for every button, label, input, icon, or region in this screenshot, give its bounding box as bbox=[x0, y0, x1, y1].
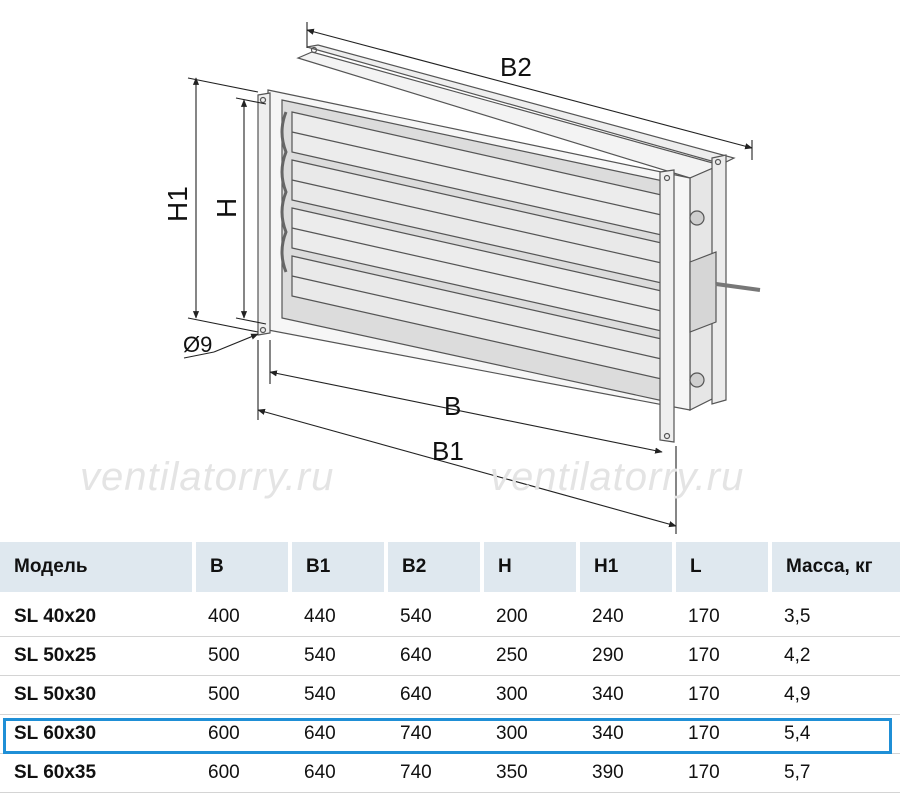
cell-mass: 5,7 bbox=[784, 762, 811, 783]
dim-label-b: B bbox=[444, 391, 461, 421]
table-row-highlighted: SL 60x30 600 640 740 300 340 170 5,4 bbox=[0, 715, 900, 754]
col-header-b2: B2 bbox=[384, 542, 482, 592]
cell-l: 170 bbox=[688, 606, 720, 627]
col-header-l: L bbox=[672, 542, 770, 592]
specifications-table: Модель B B1 B2 H H1 L Масса, кг SL 40x20… bbox=[0, 542, 900, 793]
cell-h1: 340 bbox=[592, 723, 624, 744]
cell-mass: 4,2 bbox=[784, 645, 811, 666]
cell-h: 250 bbox=[496, 645, 528, 666]
cell-h1: 290 bbox=[592, 645, 624, 666]
cell-model: SL 50x30 bbox=[14, 684, 97, 705]
table-row: SL 40x20 400 440 540 200 240 170 3,5 bbox=[0, 592, 900, 637]
damper-body bbox=[257, 44, 761, 443]
cell-b1: 540 bbox=[304, 645, 336, 666]
cell-b2: 640 bbox=[400, 645, 432, 666]
cell-h: 350 bbox=[496, 762, 528, 783]
watermark-text: ventilatorry.ru bbox=[490, 455, 745, 499]
cell-l: 170 bbox=[688, 684, 720, 705]
cell-mass: 3,5 bbox=[784, 606, 811, 627]
cell-model: SL 60x35 bbox=[14, 762, 97, 783]
cell-model: SL 50x25 bbox=[14, 645, 97, 666]
dim-label-hole: Ø9 bbox=[183, 332, 212, 357]
table-row: SL 60x35 600 640 740 350 390 170 5,7 bbox=[0, 754, 900, 793]
cell-h1: 340 bbox=[592, 684, 624, 705]
dim-label-h: H bbox=[211, 198, 242, 218]
cell-b: 600 bbox=[208, 762, 240, 783]
cell-b1: 640 bbox=[304, 723, 336, 744]
col-header-b1: B1 bbox=[288, 542, 386, 592]
table-row: SL 50x25 500 540 640 250 290 170 4,2 bbox=[0, 637, 900, 676]
cell-model: SL 60x30 bbox=[14, 723, 97, 744]
cell-b: 600 bbox=[208, 723, 240, 744]
col-header-mass: Масса, кг bbox=[768, 542, 900, 592]
dimension-lines bbox=[183, 22, 753, 534]
col-header-h: H bbox=[480, 542, 578, 592]
dim-label-h1: H1 bbox=[162, 186, 193, 222]
cell-b: 500 bbox=[208, 645, 240, 666]
col-header-model: Модель bbox=[0, 542, 194, 592]
dim-label-b1: B1 bbox=[432, 436, 464, 466]
cell-h: 300 bbox=[496, 723, 528, 744]
cell-h1: 390 bbox=[592, 762, 624, 783]
cell-l: 170 bbox=[688, 762, 720, 783]
cell-l: 170 bbox=[688, 645, 720, 666]
cell-mass: 5,4 bbox=[784, 723, 811, 744]
col-header-h1: H1 bbox=[576, 542, 674, 592]
dim-label-b2: B2 bbox=[500, 52, 532, 82]
cell-b1: 540 bbox=[304, 684, 336, 705]
col-header-b: B bbox=[192, 542, 290, 592]
cell-h1: 240 bbox=[592, 606, 624, 627]
cell-b2: 640 bbox=[400, 684, 432, 705]
table-row: SL 50x30 500 540 640 300 340 170 4,9 bbox=[0, 676, 900, 715]
table-header-row: Модель B B1 B2 H H1 L Масса, кг bbox=[0, 542, 900, 592]
cell-b: 400 bbox=[208, 606, 240, 627]
cell-b2: 740 bbox=[400, 723, 432, 744]
cell-b1: 640 bbox=[304, 762, 336, 783]
cell-b2: 540 bbox=[400, 606, 432, 627]
cell-l: 170 bbox=[688, 723, 720, 744]
cell-b1: 440 bbox=[304, 606, 336, 627]
cell-b2: 740 bbox=[400, 762, 432, 783]
cell-h: 200 bbox=[496, 606, 528, 627]
cell-h: 300 bbox=[496, 684, 528, 705]
cell-b: 500 bbox=[208, 684, 240, 705]
damper-technical-drawing: B2 H1 H Ø9 B B1 bbox=[162, 22, 761, 534]
cell-model: SL 40x20 bbox=[14, 606, 97, 627]
watermark-text: ventilatorry.ru bbox=[80, 455, 335, 499]
cell-mass: 4,9 bbox=[784, 684, 811, 705]
